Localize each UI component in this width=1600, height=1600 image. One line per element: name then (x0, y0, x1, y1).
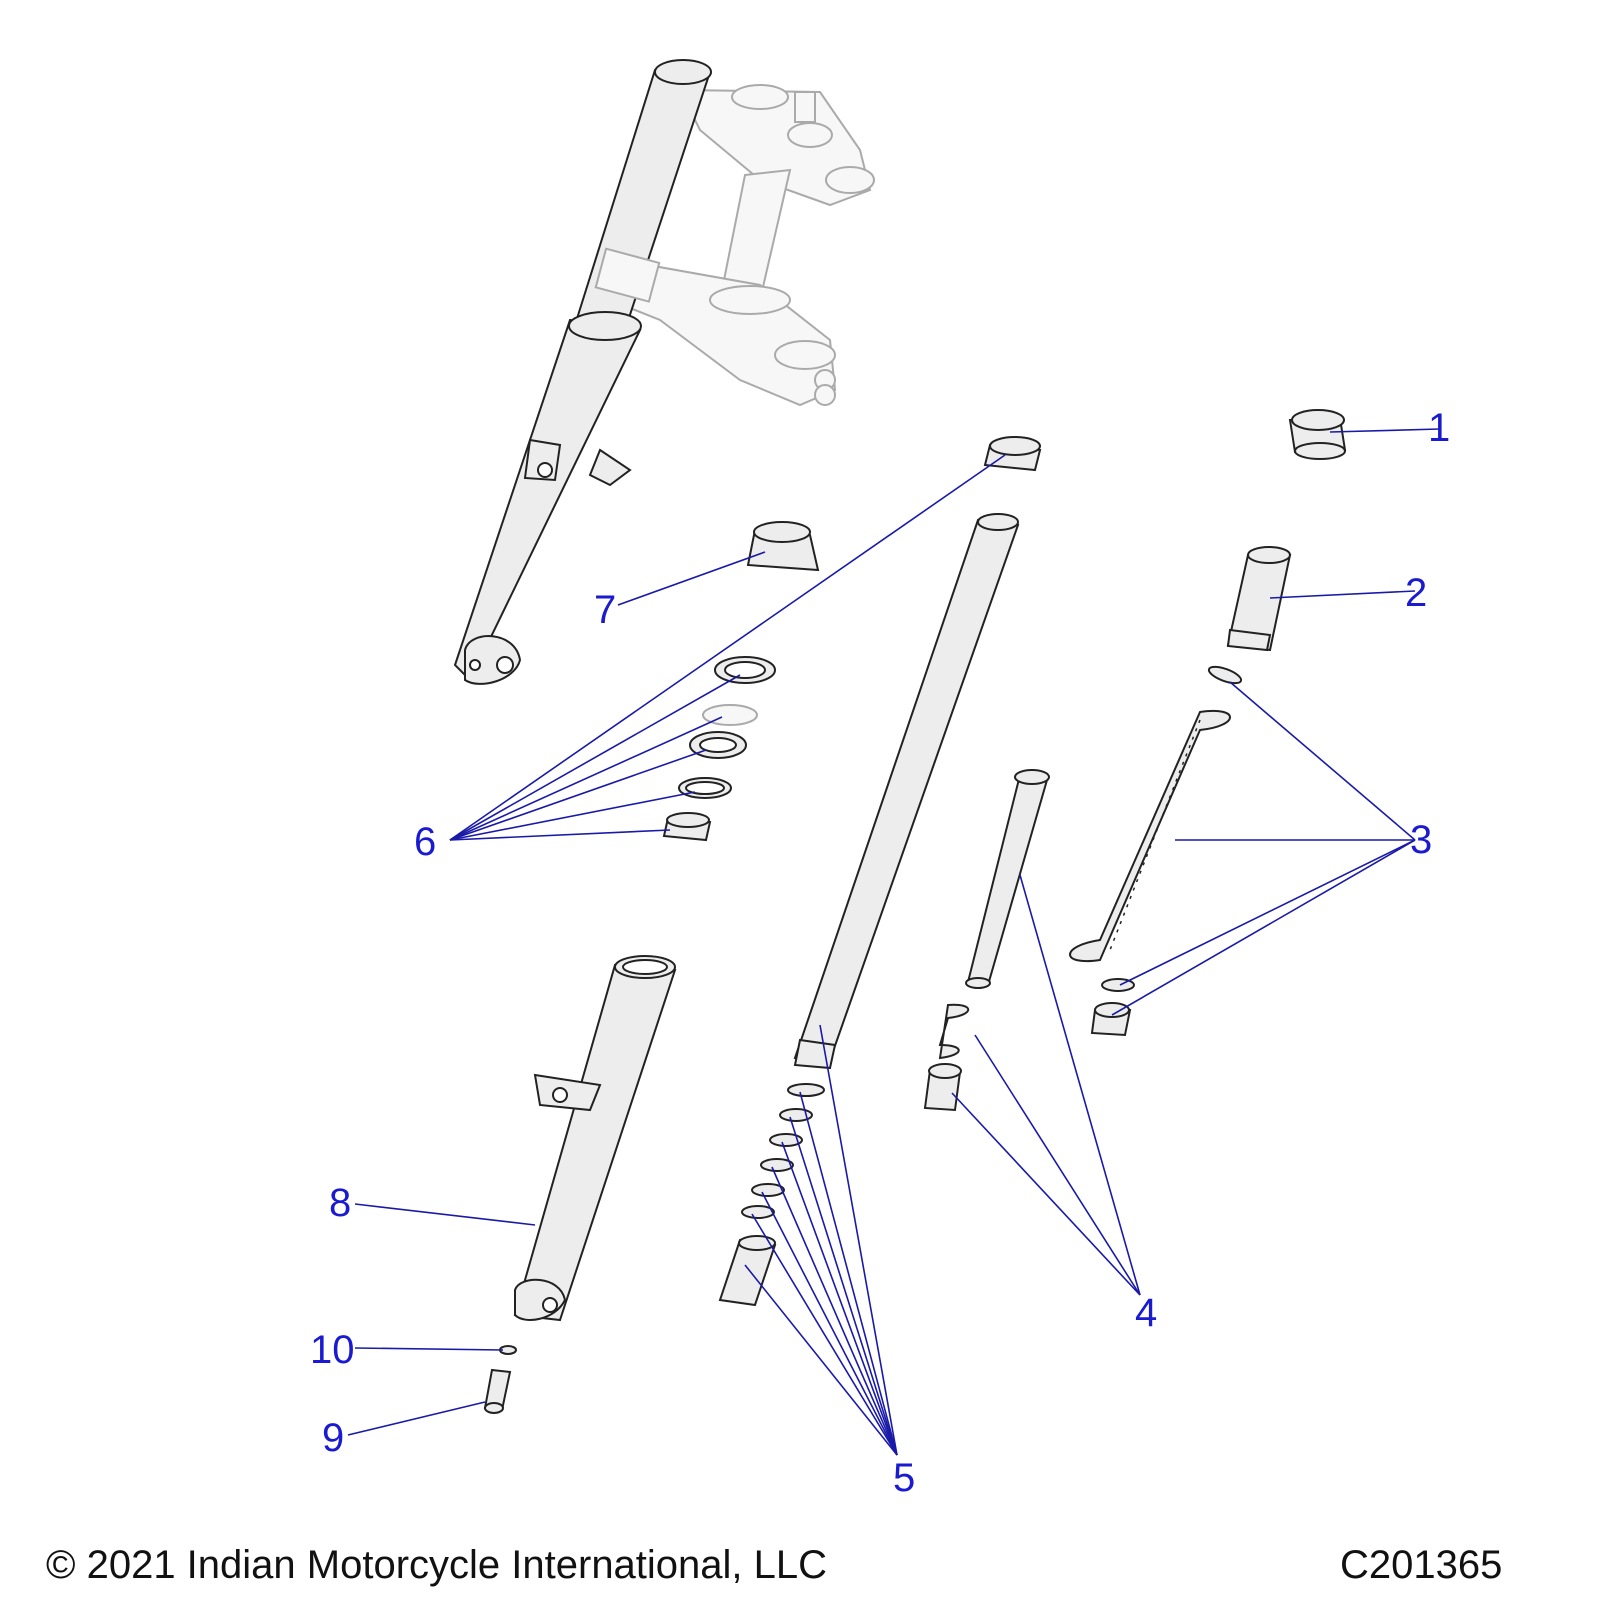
callout-4: 4 (1135, 1291, 1158, 1335)
callout-5: 5 (893, 1456, 916, 1500)
leader-lines (347, 428, 1441, 1456)
callout-7: 7 (594, 588, 617, 632)
callout-3: 3 (1410, 818, 1433, 862)
part-1-fork-cap (1288, 409, 1347, 460)
part-3-spring-set (1069, 665, 1243, 1037)
assembled-fork-leg (453, 59, 712, 685)
copyright-notice: © 2021 Indian Motorcycle International, … (46, 1543, 828, 1587)
callout-2: 2 (1405, 571, 1428, 615)
callout-6: 6 (414, 820, 437, 864)
callout-10: 10 (310, 1328, 355, 1372)
part-4-damper-rod (923, 769, 1050, 1112)
callout-9: 9 (322, 1416, 345, 1460)
part-2-spacer (1226, 546, 1292, 652)
figure-id: C201365 (1340, 1543, 1503, 1587)
part-7-dust-cover (746, 521, 820, 572)
part-5-inner-tube-kit (718, 513, 1020, 1307)
part-8-lower-slider (513, 955, 677, 1322)
part-6-seal-kit (662, 436, 1042, 842)
callout-8: 8 (329, 1181, 352, 1225)
triple-clamp-assembly (608, 84, 875, 407)
callout-1: 1 (1428, 406, 1451, 450)
part-9-bolt (483, 1368, 512, 1414)
